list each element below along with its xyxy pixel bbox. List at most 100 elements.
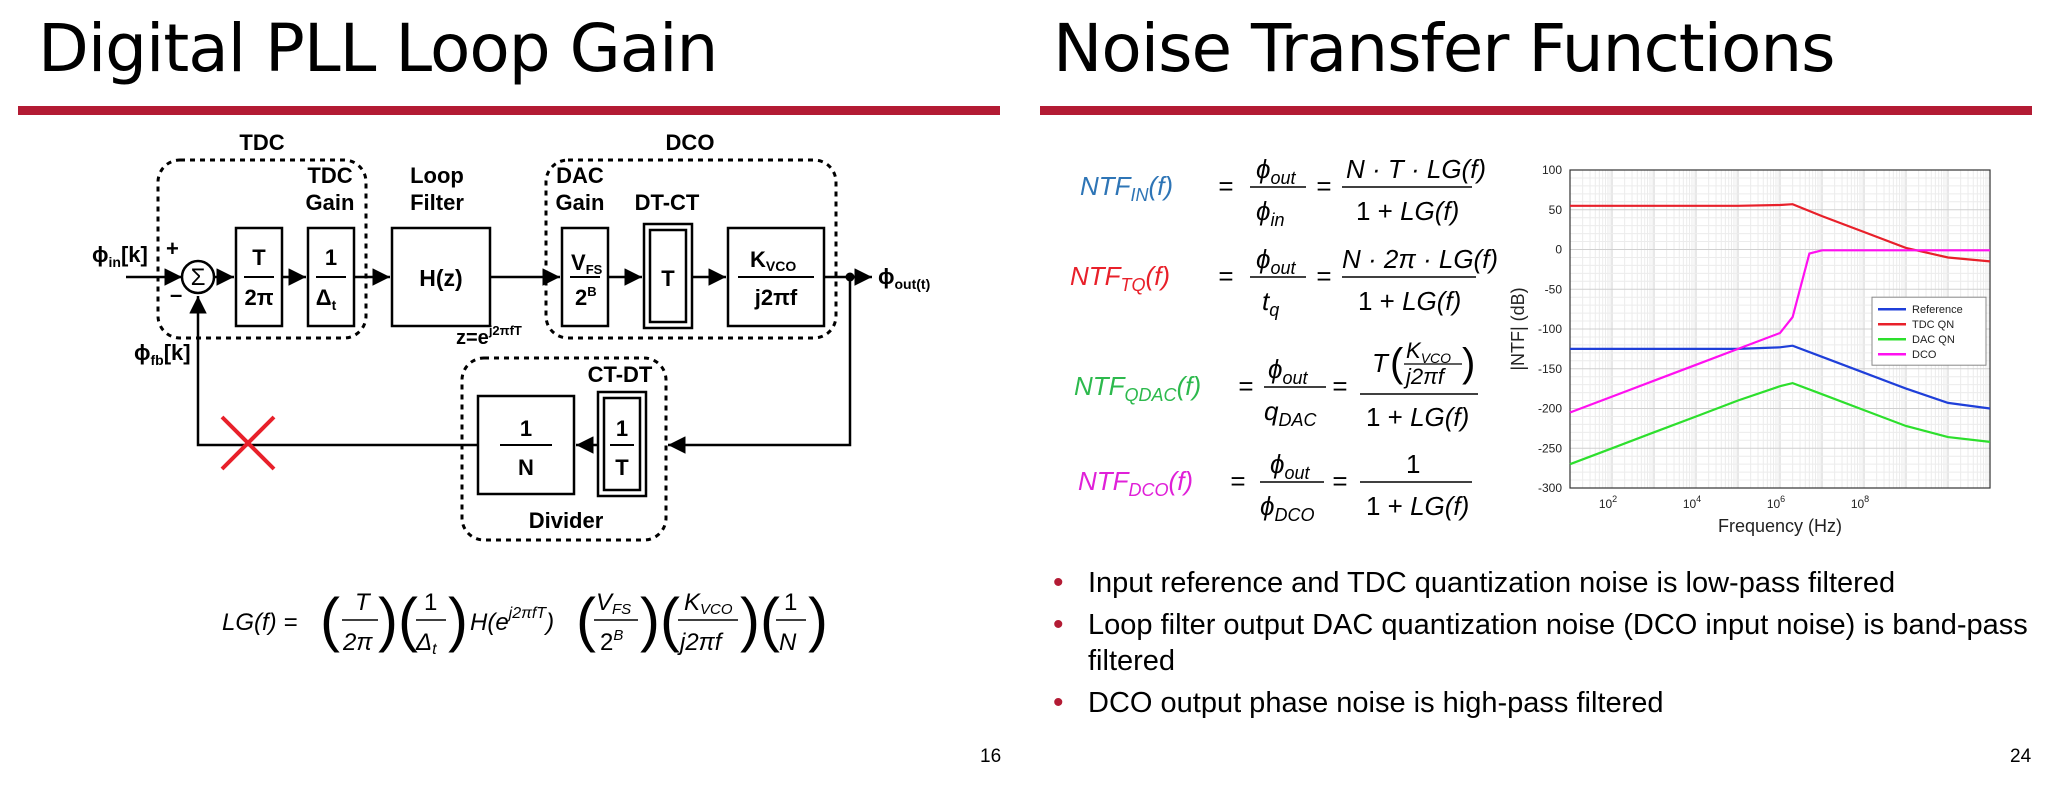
loop-filter-label-1: Loop (410, 163, 464, 188)
block-dt-ct-hold-inner (648, 228, 688, 324)
svg-text:=: = (1316, 171, 1331, 201)
svg-text:(: ( (398, 586, 418, 653)
ct-dt-label: CT-DT (588, 362, 653, 387)
svg-text:j2πf: j2πf (677, 629, 724, 656)
dac-gain-label-1: DAC (556, 163, 604, 188)
block-j2pif-den: j2πf (754, 285, 798, 310)
bullet-item: •Input reference and TDC quantization no… (1053, 566, 1896, 599)
svg-text:KVCO: KVCO (684, 589, 733, 618)
slide-title: Digital PLL Loop Gain (38, 10, 718, 87)
dco-group-label: DCO (666, 130, 715, 155)
output-phase-label: ϕout(t) (878, 264, 930, 292)
svg-text:=: = (1238, 371, 1253, 401)
dco-group-box (544, 158, 838, 340)
divider-label: Divider (529, 508, 604, 533)
ntf-dco-equation: NTFDCO(f) = ϕout ϕDCO = 1 1 + LG(f) (1078, 449, 1472, 525)
block-t-num: T (252, 245, 266, 270)
svg-text:ϕout: ϕout (1268, 354, 1308, 388)
y-tick-label: 0 (1555, 243, 1562, 257)
block-kvco-num: KVCO (750, 247, 796, 274)
block-ct-dt-den: T (615, 455, 629, 480)
tdc-gain-label-2: Gain (306, 190, 355, 215)
x-tick-label: 102 (1599, 494, 1617, 511)
y-axis-label: |NTF| (dB) (1508, 287, 1528, 370)
svg-text:VFS: VFS (596, 589, 631, 618)
ntf-in-lhs: NTFIN(f) (1080, 171, 1173, 205)
svg-text:ϕin: ϕin (1256, 196, 1284, 230)
y-tick-label: -100 (1538, 322, 1562, 336)
bullet-item: •Loop filter output DAC quantization noi… (1053, 608, 2028, 677)
svg-text:): ) (1462, 341, 1475, 385)
x-axis-label: Frequency (Hz) (1718, 516, 1842, 536)
sum-minus-sign: – (170, 282, 182, 307)
svg-text:): ) (808, 586, 828, 653)
legend-entry: TDC QN (1912, 319, 1954, 331)
y-tick-label: 50 (1549, 203, 1563, 217)
tdc-gain-label-1: TDC (307, 163, 352, 188)
divider-group-box (460, 356, 668, 542)
bullet-item: •DCO output phase noise is high-pass fil… (1053, 686, 1664, 719)
x-tick-label: 106 (1767, 494, 1785, 511)
svg-text:=: = (1332, 371, 1347, 401)
svg-text:): ) (378, 586, 398, 653)
y-tick-label: -200 (1538, 402, 1562, 416)
svg-text:1 + LG(f): 1 + LG(f) (1366, 491, 1469, 521)
dt-ct-label: DT-CT (635, 190, 700, 215)
sigma-symbol: Σ (191, 264, 206, 291)
svg-text:tq: tq (1262, 286, 1279, 320)
svg-text:=: = (1332, 466, 1347, 496)
ntf-dco-lhs: NTFDCO(f) (1078, 466, 1193, 500)
svg-text:ϕout: ϕout (1256, 154, 1296, 188)
block-div-den: N (518, 455, 534, 480)
block-2pi-den: 2π (244, 285, 273, 310)
svg-text:N · 2π · LG(f): N · 2π · LG(f) (1342, 244, 1498, 274)
x-tick-label: 104 (1683, 494, 1701, 511)
block-one-num: 1 (325, 245, 337, 270)
svg-text:): ) (640, 586, 660, 653)
svg-text:2π: 2π (342, 629, 373, 656)
loop-filter-label-2: Filter (410, 190, 464, 215)
svg-text:2B: 2B (600, 627, 623, 656)
block-loop-filter (390, 226, 492, 328)
y-tick-label: -50 (1545, 282, 1563, 296)
svg-text:T: T (355, 589, 372, 616)
page-number: 16 (980, 746, 1002, 767)
slide-title: Noise Transfer Functions (1053, 10, 1836, 87)
sum-plus-sign: + (166, 236, 179, 261)
y-tick-label: -250 (1538, 441, 1562, 455)
pll-block-diagram: TDC DCO TDC Gain Loop Filter DAC Gain DT… (92, 130, 930, 658)
svg-text:(: ( (320, 586, 340, 653)
block-hz-label: H(z) (419, 265, 462, 291)
svg-text:(: ( (1390, 341, 1404, 385)
svg-text:=: = (1316, 261, 1331, 291)
svg-text:N: N (779, 629, 797, 656)
svg-text:=: = (1218, 261, 1233, 291)
ntf-in-equation: NTFIN(f) = ϕout ϕin = N · T · LG(f) 1 + … (1080, 154, 1486, 230)
ntf-qdac-equation: NTFQDAC(f) = ϕout qDAC = T ( KVCO j2πf )… (1074, 338, 1478, 432)
svg-text:LG(f) =: LG(f) = (222, 609, 297, 636)
x-tick-label: 108 (1851, 494, 1869, 511)
block-2b-den: 2B (575, 284, 597, 310)
page-number: 24 (2010, 746, 2032, 767)
svg-text:T: T (1372, 348, 1390, 378)
svg-text:1: 1 (784, 589, 797, 616)
bullet-list: •Input reference and TDC quantization no… (1050, 565, 2030, 727)
series-line-dac-qn (1569, 381, 1991, 466)
svg-text:=: = (1218, 171, 1233, 201)
svg-text:ϕout: ϕout (1270, 449, 1310, 483)
block-div-num: 1 (520, 416, 532, 441)
svg-text:(: ( (576, 586, 596, 653)
svg-text:qDAC: qDAC (1264, 396, 1317, 430)
block-vfs-num: VFS (571, 250, 603, 277)
right-slide: Noise Transfer Functions 24 (1025, 0, 2055, 785)
block-ct-dt-num: 1 (616, 416, 628, 441)
feedback-phase-label: ϕfb[k] (134, 340, 191, 368)
block-delta-den: Δt (316, 285, 337, 313)
tdc-group-box (156, 158, 368, 340)
svg-text:(: ( (660, 586, 680, 653)
ntf-equations: NTFIN(f) = ϕout ϕin = N · T · LG(f) 1 + … (1070, 154, 1498, 525)
svg-text:): ) (740, 586, 760, 653)
svg-text:1: 1 (1406, 449, 1420, 479)
y-tick-label: -300 (1538, 481, 1562, 495)
